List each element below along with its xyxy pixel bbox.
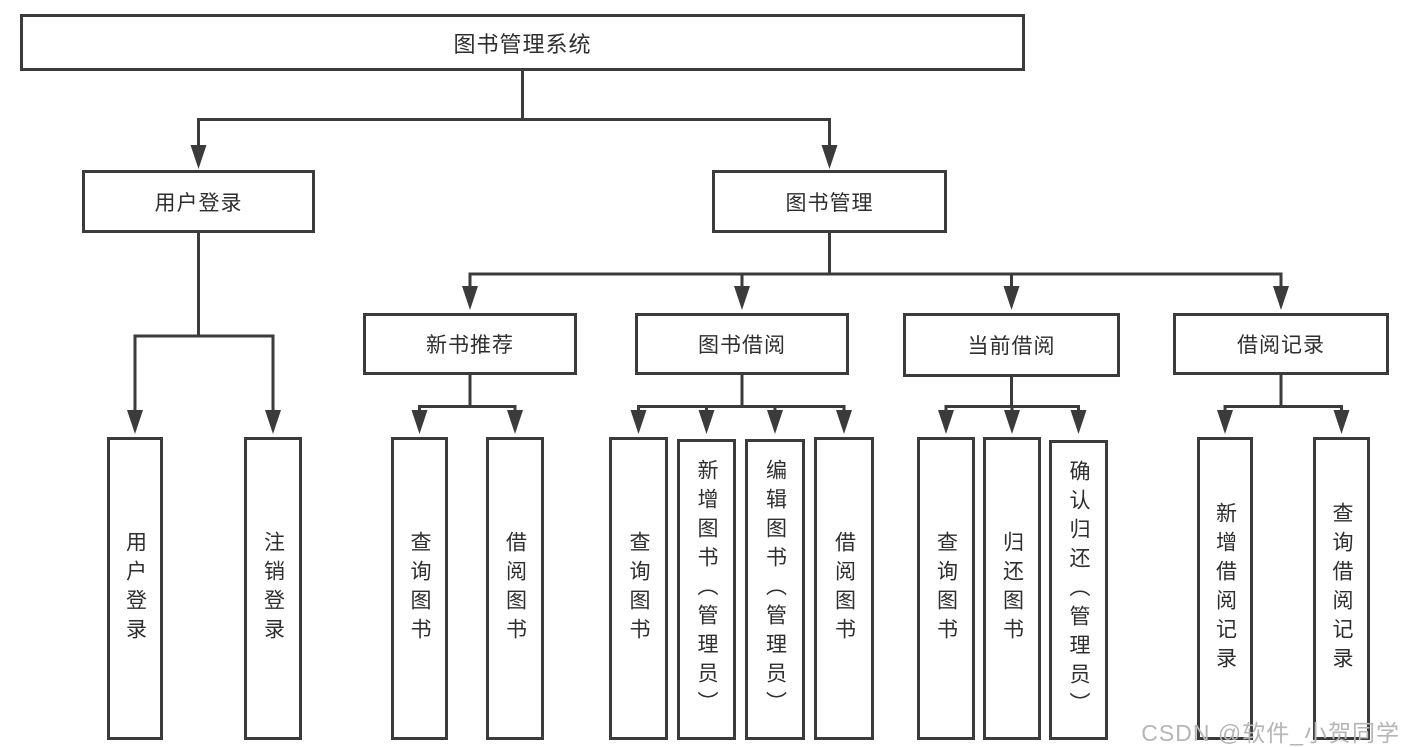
node-book-borrow-label: 图书借阅: [698, 334, 786, 357]
node-leaf-query-book-3: 查询图书: [917, 437, 975, 740]
node-leaf-add-book-admin: 新增图书（管理员）: [677, 439, 736, 740]
node-leaf-add-borrow-record: 新增借阅记录: [1197, 437, 1253, 740]
node-leaf-borrow-book-2: 借阅图书: [814, 437, 874, 740]
node-current-borrow-label: 当前借阅: [967, 335, 1056, 358]
node-borrow-record: 借阅记录: [1173, 313, 1389, 375]
node-book-management-label: 图书管理: [785, 191, 874, 215]
node-leaf-borrow-book-1: 借阅图书: [486, 437, 544, 740]
node-leaf-add-book-admin-label: 新增图书（管理员）: [695, 459, 719, 720]
node-user-login-label: 用户登录: [154, 191, 243, 215]
node-leaf-borrow-book-2-label: 借阅图书: [832, 530, 856, 647]
node-new-book-recommend-label: 新书推荐: [426, 334, 514, 357]
node-leaf-edit-book-admin: 编辑图书（管理员）: [745, 439, 805, 740]
node-root-label: 图书管理系统: [453, 31, 592, 57]
node-leaf-query-book-3-label: 查询图书: [934, 530, 958, 647]
node-leaf-return-book-label: 归还图书: [1000, 530, 1024, 647]
node-leaf-confirm-return-admin-label: 确认归还（管理员）: [1067, 459, 1091, 721]
node-leaf-borrow-book-1-label: 借阅图书: [503, 530, 527, 647]
node-leaf-user-login-label: 用户登录: [123, 530, 147, 647]
node-leaf-query-book-1: 查询图书: [391, 437, 448, 740]
node-current-borrow: 当前借阅: [903, 313, 1120, 377]
node-borrow-record-label: 借阅记录: [1237, 334, 1325, 357]
node-root: 图书管理系统: [20, 14, 1025, 71]
node-leaf-query-borrow-record: 查询借阅记录: [1313, 437, 1370, 740]
node-leaf-query-book-2-label: 查询图书: [627, 530, 651, 647]
node-user-login: 用户登录: [82, 170, 315, 233]
node-leaf-logout-label: 注销登录: [261, 530, 285, 647]
node-leaf-logout: 注销登录: [244, 437, 302, 740]
node-leaf-return-book: 归还图书: [983, 437, 1041, 740]
watermark-text: CSDN @软件_小贺同学: [1141, 720, 1400, 746]
node-book-borrow: 图书借阅: [635, 313, 849, 375]
node-leaf-add-borrow-record-label: 新增借阅记录: [1213, 501, 1237, 676]
arrowheads: [127, 145, 1350, 434]
node-leaf-edit-book-admin-label: 编辑图书（管理员）: [763, 459, 787, 720]
node-leaf-user-login: 用户登录: [107, 437, 163, 740]
node-leaf-query-borrow-record-label: 查询借阅记录: [1330, 501, 1354, 676]
node-leaf-query-book-2: 查询图书: [609, 437, 668, 740]
node-book-management: 图书管理: [712, 170, 947, 233]
node-leaf-confirm-return-admin: 确认归还（管理员）: [1049, 440, 1108, 740]
node-new-book-recommend: 新书推荐: [363, 313, 577, 375]
node-leaf-query-book-1-label: 查询图书: [408, 530, 432, 647]
